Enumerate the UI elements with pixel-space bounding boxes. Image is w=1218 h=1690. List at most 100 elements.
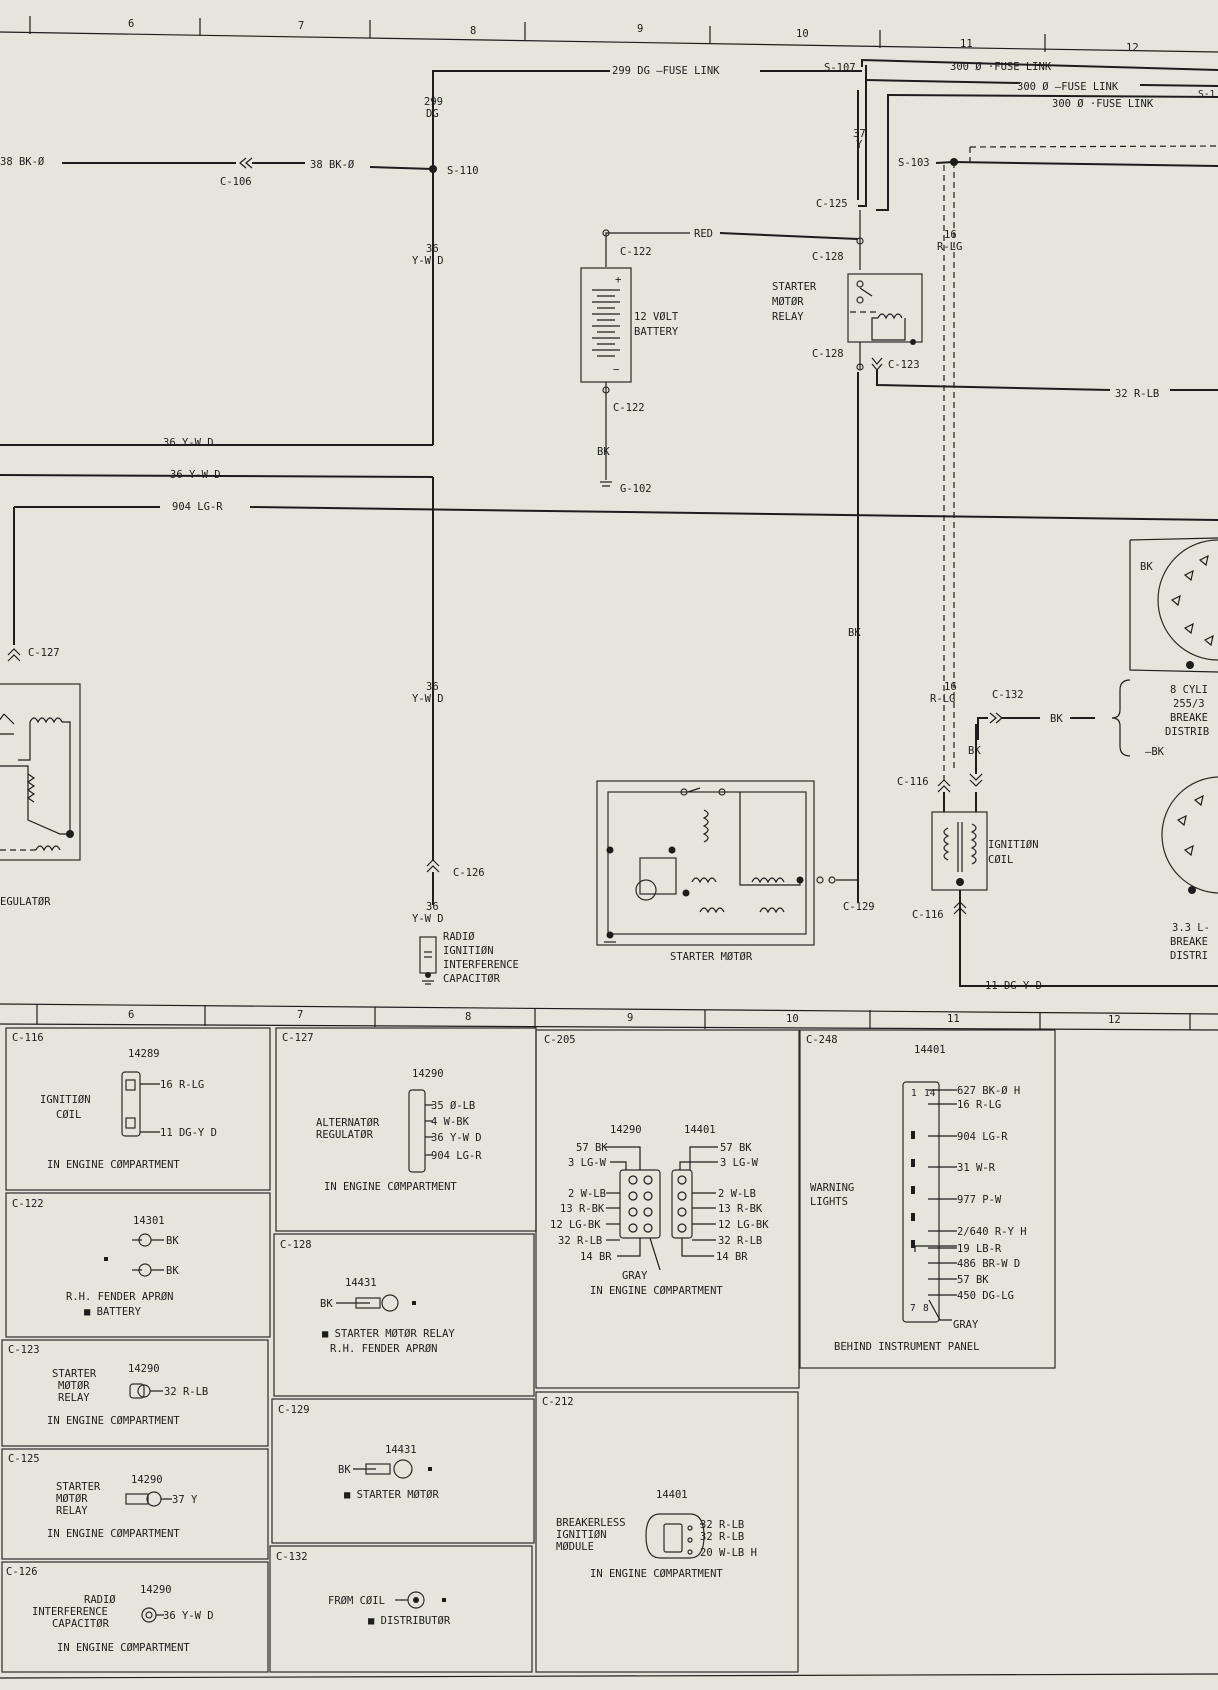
box-name-1: ALTERNATØR [316,1117,380,1129]
wire-label-16-mid: 16 [944,681,957,693]
part-number-left: 14290 [610,1124,642,1136]
mid-grid-ruler: 6 7 8 9 10 11 12 [0,1003,1218,1031]
connector-box-c126: C-126 14290 RADIØ INTERFERENCE CAPACITØR… [1,1561,269,1673]
part-number: 14289 [128,1048,160,1060]
wire-label-300-a: 300 Ø ·FUSE LINK [950,61,1052,73]
grid-col-12: 12 [1126,42,1139,54]
pin-label: 3 LG-W [720,1157,759,1169]
wire-38: 38 BK-Ø 38 BK-Ø C-106 S-110 [0,156,479,188]
svg-text:+: + [615,274,621,286]
connector-c122-top: C-122 [620,246,652,258]
location-label: IN ENGINE CØMPARTMENT [47,1159,180,1171]
box-id: C-212 [542,1396,574,1408]
box-name-3: RELAY [56,1505,88,1517]
box-name-2: MØTØR [56,1493,88,1505]
box-id: C-132 [276,1551,308,1563]
battery-label-1: 12 VØLT [634,311,679,323]
pin-label: 32 R-LB [700,1519,744,1531]
pin-num: 7 [910,1303,916,1314]
pin-label: 57 BK [576,1142,608,1154]
wire-label-36-h2: 36 Y-W D [170,469,221,481]
wire-label-38-left: 38 BK-Ø [0,156,45,168]
relay-label-2: MØTØR [772,296,804,308]
splice-s1: S-1 [1198,89,1215,100]
ignition-coil: C-132 BK BK IGNITIØN CØIL C-116 11 DG-Y … [912,689,1218,992]
grid-col-8: 8 [470,25,476,37]
box-name-2: MØTØR [58,1380,90,1392]
wire-16: S-103 16 R-LG 16 R-LG C-116 [897,145,1218,793]
dist6-label-1: 3.3 L- [1172,922,1210,934]
box-name-2: REGULATØR [316,1129,374,1141]
pin-label: 36 Y-W D [163,1610,214,1622]
wire-label-299-dg: DG [426,108,439,120]
wire-label-300-c: 300 Ø ·FUSE LINK [1052,98,1154,110]
grid-col-11: 11 [960,38,973,50]
box-id: C-128 [280,1239,312,1251]
box-name-2: LIGHTS [810,1196,848,1208]
connector-c129: C-129 [843,901,875,913]
part-number: 14290 [412,1068,444,1080]
connector-box-c116: C-116 14289 IGNITIØN CØIL 16 R-LG 11 DG-… [5,1027,271,1191]
grid-col-7: 7 [298,20,304,32]
pin-label: 36 Y-W D [431,1132,482,1144]
mid-grid-10: 10 [786,1013,799,1025]
box-name-2: CØIL [56,1109,81,1121]
connector-c122-bottom: C-122 [613,402,645,414]
pin-label: 14 BR [580,1251,612,1263]
pin-label: 35 Ø-LB [431,1100,475,1112]
pin-label: 57 BK [957,1274,989,1286]
part-number: 14401 [656,1489,688,1501]
box-name-1: WARNING [810,1182,854,1194]
splice-s103: S-103 [898,157,930,169]
wire-label-36-mid: 36 [426,681,439,693]
radio-cap-l1: RADIØ [443,931,475,943]
mid-grid-9: 9 [627,1012,633,1024]
wire-36: 36 Y-W D 36 Y-W D 36 Y-W D 36 Y-W D C-12… [0,169,485,925]
connector-c128-top: C-128 [812,251,844,263]
wire-label-37: 37 [853,128,866,140]
location-label: IN ENGINE CØMPARTMENT [324,1181,457,1193]
splice-s107: S-107 [824,62,856,74]
grid-col-6: 6 [128,18,134,30]
box-id: C-126 [6,1566,38,1578]
pin-label: 627 BK-Ø H [957,1085,1020,1097]
connector-c116-bottom: C-116 [912,909,944,921]
dist8-label-4: DISTRIB [1165,726,1209,738]
wire-label-299-fuse: 299 DG —FUSE LINK [612,65,720,77]
wire-label-11: 11 DG-Y D [985,980,1042,992]
box-name-1: STARTER [52,1368,97,1380]
connector-box-c212: C-212 14401 BREAKERLESS IGNITIØN MØDULE … [535,1391,799,1673]
pin-label: 486 BR-W D [957,1258,1020,1270]
part-number: 14401 [914,1044,946,1056]
connector-box-c125: C-125 14290 STARTER MØTØR RELAY 37 Y IN … [1,1448,269,1560]
wire-label-36-top: 36 [426,243,439,255]
pin-label: 3 LG-W [568,1157,607,1169]
mid-grid-8: 8 [465,1011,471,1023]
pin-label: 2 W-LB [718,1188,756,1200]
distributor-6cyl: 3.3 L- BREAKE DISTRI [1161,776,1218,962]
part-number: 14290 [131,1474,163,1486]
pin-label: 11 DG-Y D [160,1127,217,1139]
connector-c123: C-123 [888,359,920,371]
wire-label-bk-dist2: —BK [1145,746,1165,758]
pin-label: FRØM CØIL [328,1595,385,1607]
connector-box-c129: C-129 14431 BK ■ STARTER MØTØR [271,1398,535,1544]
location-label: ■ BATTERY [84,1306,142,1318]
pin-label: 12 LG-BK [550,1219,601,1231]
mid-grid-7: 7 [297,1009,303,1021]
regulator-label: EGULATØR [0,896,51,908]
connector-c125: C-125 [816,198,848,210]
pin-label: 450 DG-LG [957,1290,1014,1302]
part-number: 14431 [385,1444,417,1456]
box-id: C-122 [12,1198,44,1210]
gray-label: GRAY [953,1319,979,1331]
wire-label-36-bot: 36 [426,901,439,913]
wire-label-904: 904 LG-R [172,501,223,513]
box-name-3: MØDULE [556,1541,594,1553]
box-id: C-248 [806,1034,838,1046]
location-label: IN ENGINE CØMPARTMENT [57,1642,190,1654]
pin-label: BK [320,1298,333,1310]
relay-label-3: RELAY [772,311,804,323]
